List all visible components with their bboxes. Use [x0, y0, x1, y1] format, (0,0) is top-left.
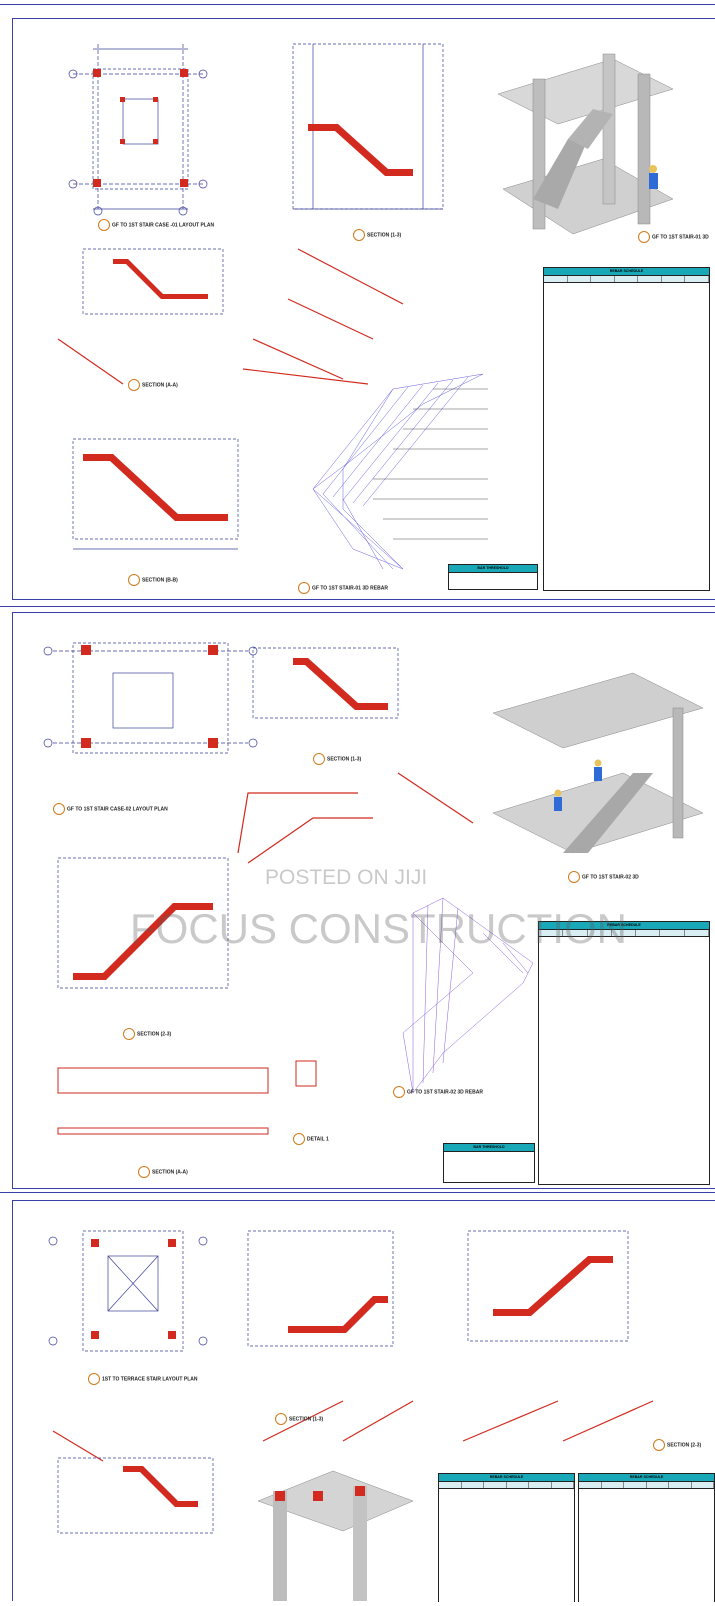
section-aa-beam [57, 1067, 269, 1094]
schedule-2-header: REBAR SCHEDULE [539, 922, 709, 930]
plan-title-3-text: 1ST TO TERRACE STAIR LAYOUT PLAN [102, 1376, 198, 1383]
stair-flight-rebar-b [83, 454, 228, 521]
stair-section-b [72, 438, 239, 550]
rebar3d-title-1: GF TO 1ST STAIR-01 3D REBAR [298, 582, 388, 594]
schedule-2-column-headers [539, 930, 709, 937]
stair-section-2 [252, 647, 399, 719]
stair-flight-rebar-a [113, 259, 208, 299]
stair-section-1 [292, 43, 444, 210]
section2-title-3: SECTION (2-3) [653, 1439, 701, 1451]
stair-flight-rebar-3b [493, 1256, 613, 1316]
rebar-schedule-4: REBAR SCHEDULE [578, 1473, 715, 1602]
bar-bending-sketches [57, 248, 404, 385]
sheet1-drawing [57, 43, 674, 570]
plan-title-3: 1ST TO TERRACE STAIR LAYOUT PLAN [88, 1373, 197, 1385]
stair-3d-view-1 [497, 53, 674, 235]
view3d-title-2: GF TO 1ST STAIR-02 3D [568, 871, 639, 883]
plan-title-text: GF TO 1ST STAIR CASE -01 LAYOUT PLAN [112, 222, 215, 229]
stair-section-3 [247, 1230, 629, 1347]
bar-summary-2: BAR THRESHOLD [443, 1143, 535, 1183]
plan-title-2: GF TO 1ST STAIR CASE-02 LAYOUT PLAN [53, 803, 168, 815]
stair-flight-rebar-2 [293, 658, 388, 710]
rebar-schedule-1: REBAR SCHEDULE [543, 267, 710, 591]
drawing-sheet-3: 1ST TO TERRACE STAIR LAYOUT PLAN SECTION… [12, 1200, 715, 1602]
bar-bending-sketches-2 [237, 772, 474, 864]
stair-plan-2 [43, 642, 258, 754]
rebar3d-title-2: GF TO 1ST STAIR-02 3D REBAR [393, 1086, 483, 1098]
section-title-2: SECTION (1-3) [313, 753, 361, 765]
section-b-title: SECTION (B-B) [128, 574, 178, 586]
schedule-4-column-headers [579, 1482, 714, 1489]
rebar-schedule-3: REBAR SCHEDULE [438, 1473, 575, 1602]
plan-columns-2 [81, 645, 218, 748]
sheet-separator [0, 1192, 715, 1193]
section-title-3: SECTION (1-3) [275, 1413, 323, 1425]
rebar-3d-mesh-2 [402, 897, 534, 1094]
summary-2-header: BAR THRESHOLD [444, 1144, 534, 1152]
section-title-1: SECTION (1-3) [353, 229, 401, 241]
stair-plan-3 [48, 1230, 208, 1352]
section-title-2-text: SECTION (1-3) [327, 756, 362, 763]
rebar3d-title-2-text: GF TO 1ST STAIR-02 3D REBAR [407, 1089, 483, 1096]
plan-columns-3 [91, 1239, 176, 1339]
section-a-title: SECTION (A-A) [128, 379, 178, 391]
rebar-3d-mesh-1 [312, 373, 484, 570]
plan-title-1: GF TO 1ST STAIR CASE -01 LAYOUT PLAN [98, 219, 214, 231]
drawing-sheet-1: GF TO 1ST STAIR CASE -01 LAYOUT PLAN SEC… [12, 18, 715, 600]
section-b-title-text: SECTION (B-B) [142, 577, 178, 584]
summary-header: BAR THRESHOLD [449, 565, 537, 573]
section-a-title-text: SECTION (A-A) [142, 382, 178, 389]
stair-3d-view-2 [492, 672, 704, 854]
section2-title-3-text: SECTION (2-3) [667, 1442, 702, 1449]
stair-section-a [82, 248, 224, 315]
detail-title-2-text: DETAIL 1 [307, 1136, 329, 1143]
plan-columns-1 [93, 69, 188, 187]
stair-flight-rebar-3c [123, 1466, 198, 1507]
schedule-3-header: REBAR SCHEDULE [439, 1474, 574, 1482]
view3d-title-text: GF TO 1ST STAIR-01 3D [652, 234, 709, 241]
stair-section-3c [57, 1457, 214, 1534]
stair-flight-rebar-3 [288, 1296, 388, 1333]
schedule-3-column-headers [439, 1482, 574, 1489]
schedule-header: REBAR SCHEDULE [544, 268, 709, 276]
stair-3d-view-3 [257, 1470, 414, 1601]
sheet3-drawing [48, 1230, 654, 1601]
schedule-column-headers [544, 276, 710, 283]
rebar-callout-lines-1 [373, 388, 488, 540]
plan-title-2-text: GF TO 1ST STAIR CASE-02 LAYOUT PLAN [67, 806, 168, 813]
section-title-text: SECTION (1-3) [367, 232, 402, 239]
section3-title-2-text: SECTION (A-A) [152, 1169, 188, 1176]
section2-title-2: SECTION (2-3) [123, 1028, 171, 1040]
detail-title-2: DETAIL 1 [293, 1133, 329, 1145]
rebar3d-title-text: GF TO 1ST STAIR-01 3D REBAR [312, 585, 388, 592]
bar-bending-sketches-3 [52, 1400, 654, 1462]
sheet-separator [0, 606, 715, 607]
section3-title-2: SECTION (A-A) [138, 1166, 188, 1178]
schedule-4-header: REBAR SCHEDULE [579, 1474, 714, 1482]
section2-title-2-text: SECTION (2-3) [137, 1031, 172, 1038]
view3d-title-2-text: GF TO 1ST STAIR-02 3D [582, 874, 639, 881]
section-title-3-text: SECTION (1-3) [289, 1416, 324, 1423]
rebar-schedule-2: REBAR SCHEDULE [538, 921, 710, 1185]
sheet2-drawing [43, 642, 704, 1135]
drawing-sheet-2: GF TO 1ST STAIR CASE-02 LAYOUT PLAN SECT… [12, 612, 715, 1189]
view3d-title-1: GF TO 1ST STAIR-01 3D [638, 231, 709, 243]
stair-flight-rebar-2b [73, 903, 213, 980]
detail-stirrup [295, 1060, 317, 1087]
stair-flight-rebar-1 [308, 124, 413, 176]
stair-section-2b [57, 857, 229, 989]
section-aa-bar [57, 1127, 269, 1135]
sheet-separator [0, 4, 715, 5]
bar-summary-1: BAR THRESHOLD [448, 564, 538, 590]
